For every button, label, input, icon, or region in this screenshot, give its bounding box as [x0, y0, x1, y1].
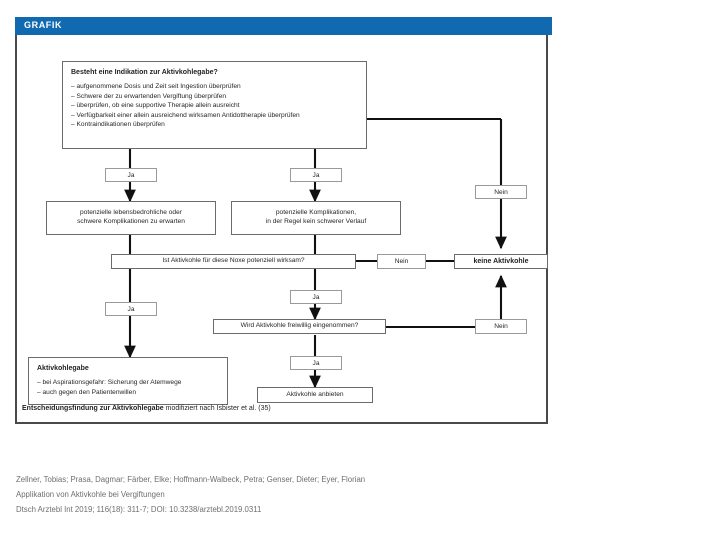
node-administer-title: Aktivkohlegabe [37, 365, 89, 372]
node-top-question-bullet-4: – Verfügbarkeit einer allein ausreichend… [71, 111, 300, 119]
node-administer-bullet-1: – bei Aspirationsgefahr: Sicherung der A… [37, 379, 182, 387]
flowchart-diagram: Besteht eine Indikation zur Aktivkohlega… [17, 35, 550, 424]
node-top-question[interactable]: Besteht eine Indikation zur Aktivkohlega… [62, 61, 367, 149]
edge-label-ja-severe: Ja [105, 302, 157, 316]
edge-label-nein-effective: Nein [377, 254, 426, 269]
flowchart-connectors [124, 117, 507, 389]
node-administer-bullet-2: – auch gegen den Patientenwillen [37, 388, 136, 396]
node-voluntary-question[interactable]: Wird Aktivkohle freiwillig eingenommen? [213, 319, 386, 334]
node-mild-line-1: potenzielle Komplikationen, [275, 209, 357, 217]
edge-label-nein-indication: Nein [475, 185, 527, 199]
node-severe-line-1: potenzielle lebensbedrohliche oder [80, 209, 182, 217]
figure-header-label: GRAFIK [24, 20, 63, 30]
figure-container: GRAFIK [15, 17, 552, 428]
edge-label-ja-mid: Ja [290, 168, 342, 182]
edge-label-ja-effective: Ja [290, 290, 342, 304]
citation-authors: Zellner, Tobias; Prasa, Dagmar; Färber, … [16, 475, 366, 484]
figure-caption-bold: Entscheidungsfindung zur Aktivkohlegabe [22, 405, 164, 412]
node-effective-question[interactable]: Ist Aktivkohle für diese Noxe potenziell… [111, 254, 356, 269]
node-mild-complications[interactable]: potenzielle Komplikationen, in der Regel… [231, 201, 401, 235]
figure-body: Besteht eine Indikation zur Aktivkohlega… [15, 35, 548, 424]
edge-label-nein-voluntary: Nein [475, 319, 527, 334]
citation-block: Zellner, Tobias; Prasa, Dagmar; Färber, … [16, 472, 616, 518]
node-top-question-bullet-5: – Kontraindikationen überprüfen [71, 120, 165, 128]
node-administer-charcoal[interactable]: Aktivkohlegabe – bei Aspirationsgefahr: … [28, 357, 228, 405]
node-no-charcoal-label: keine Aktivkohle [473, 257, 529, 265]
citation-title: Applikation von Aktivkohle bei Vergiftun… [16, 490, 165, 500]
figure-caption: Entscheidungsfindung zur Aktivkohlegabe … [22, 405, 522, 412]
node-mild-line-2: in der Regel kein schwerer Verlauf [265, 218, 367, 225]
node-no-charcoal[interactable]: keine Aktivkohle [454, 254, 548, 269]
node-top-question-bullet-1: – aufgenommene Dosis und Zeit seit Inges… [71, 83, 241, 91]
node-top-question-title: Besteht eine Indikation zur Aktivkohlega… [71, 69, 218, 76]
node-offer-charcoal[interactable]: Aktivkohle anbieten [257, 387, 373, 403]
edge-label-ja-left: Ja [105, 168, 157, 182]
node-top-question-bullet-2: – Schwere der zu erwartenden Vergiftung … [71, 92, 227, 100]
citation-source: Dtsch Arztebl Int 2019; 116(18): 311-7; … [16, 505, 262, 515]
figure-caption-rest: modifiziert nach Isbister et al. (35) [163, 405, 271, 412]
node-severe-line-2: schwere Komplikationen zu erwarten [77, 218, 185, 225]
figure-header-bar: GRAFIK [15, 17, 552, 35]
node-top-question-bullet-3: – überprüfen, ob eine supportive Therapi… [71, 102, 240, 110]
edge-label-ja-voluntary: Ja [290, 356, 342, 370]
node-severe-complications[interactable]: potenzielle lebensbedrohliche oder schwe… [46, 201, 216, 235]
